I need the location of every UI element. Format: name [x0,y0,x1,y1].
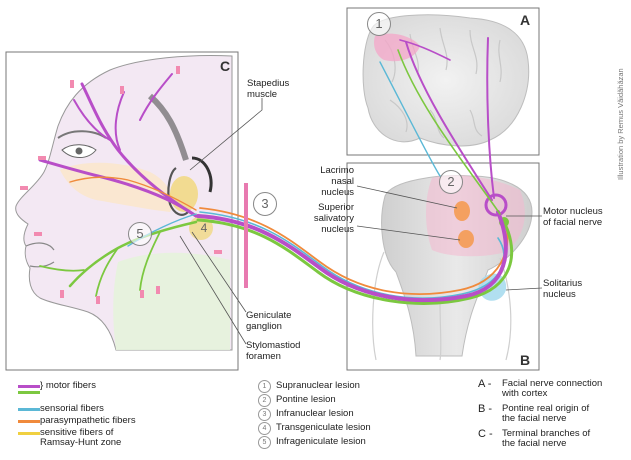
illustration-credit: Illustration by Remus Văidăhăzan [616,68,625,180]
legend-swatch-sensorial [18,408,40,411]
solitarius-label: Solitarius nucleus [543,278,583,300]
legend-lesion-5: Infrageniculate lesion [276,436,366,447]
lesion-marker-3: 3 [253,192,277,216]
facial-branches [38,73,198,297]
legend-lesion-2: Pontine lesion [276,394,336,405]
corticobulbar-tracts [379,37,501,215]
nerve-trunk [196,207,514,305]
legend-lesion-4-num: 4 [258,422,271,435]
legend-panel-c-letter: C - [478,428,493,440]
legend-swatch-motor-green [18,391,40,394]
legend-lesion-3-num: 3 [258,408,271,421]
stylomastoid-label: Stylomastiod foramen [246,340,301,362]
legend-ramsay: sensitive fibers of Ramsay-Hunt zone [40,427,122,448]
lacrimo-label: Lacrimo nasal nucleus [320,165,354,198]
legend-swatch-motor-purple [18,385,40,388]
lesion-marker-5: 5 [128,222,152,246]
legend-lesion-3: Infranuclear lesion [276,408,354,419]
legend-panel-b-letter: B - [478,403,493,415]
legend-swatch-parasympathetic [18,420,40,423]
motor-nucleus-label: Motor nucleus of facial nerve [543,206,603,228]
superior-salivatory-label: Superior salivatory nucleus [313,202,354,235]
legend-panel-b: Pontine real origin of the facial nerve [502,403,590,424]
legend-panel-a: Facial nerve connection with cortex [502,378,603,399]
lesion-marker-2: 2 [439,170,463,194]
lesion-marker-1: 1 [367,12,391,36]
geniculate-label: Geniculate ganglion [246,310,292,332]
lesion-marker-4: 4 [200,221,208,235]
panel-b-letter: B [520,352,531,368]
legend-lesion-1: Supranuclear lesion [276,380,360,391]
legend-sensorial: sensorial fibers [40,403,104,414]
legend-panel-a-letter: A - [478,378,492,390]
legend-lesion-1-num: 1 [258,380,271,393]
legend-lesion-5-num: 5 [258,436,271,449]
terminal-markers [20,66,222,304]
legend-lesion-2-num: 2 [258,394,271,407]
panel-a-letter: A [520,12,531,28]
legend-motor-label: motor fibers [45,380,96,391]
face-profile [15,55,233,351]
stapedius-label: Stapedius muscle [247,78,290,100]
panel-c-letter: C [220,58,231,74]
legend-panel-c: Terminal branches of the facial nerve [502,428,591,449]
legend-parasympathetic: parasympathetic fibers [40,415,136,426]
legend-swatch-ramsay [18,432,40,435]
legend-motor: } motor fibers [40,380,96,391]
lesion-3-bar [244,183,248,288]
leader-lines [179,98,543,345]
legend-lesion-4: Transgeniculate lesion [276,422,371,433]
